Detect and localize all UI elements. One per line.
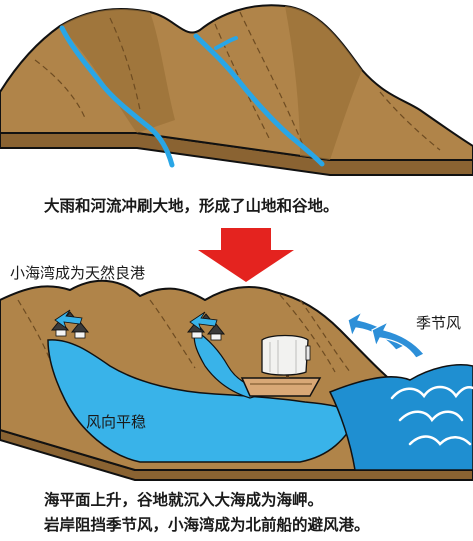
caption-before: 大雨和河流冲刷大地，形成了山地和谷地。 (44, 197, 339, 215)
top-landscape-block (0, 4, 473, 176)
top-ridge-shade-1 (60, 8, 175, 133)
bottom-ridge-lines (17, 294, 351, 373)
top-river-right-branch (214, 36, 238, 50)
caption-after-line1: 海平面上升，谷地就沉入大海成为海岬。 (44, 491, 324, 509)
transition-arrow (198, 228, 294, 282)
top-river-left (59, 25, 175, 168)
top-river-right (193, 33, 325, 167)
label-calm-wind: 风向平稳 (86, 413, 147, 431)
calm-wind-arrow-2 (189, 311, 218, 332)
ship-icon (240, 334, 322, 397)
caption-natural-harbor: 小海湾成为天然良港 (10, 264, 146, 282)
label-seasonal-wind: 季节风 (416, 314, 462, 332)
bottom-landscape-block (0, 279, 473, 481)
caption-after-line2: 岩岸阻挡季节风，小海湾成为北前船的避风港。 (44, 516, 370, 534)
seasonal-wind-arrow-2 (371, 320, 425, 359)
sea-waves (390, 385, 473, 446)
calm-wind-arrow (54, 309, 83, 330)
top-ridge-shade-2 (285, 6, 362, 160)
